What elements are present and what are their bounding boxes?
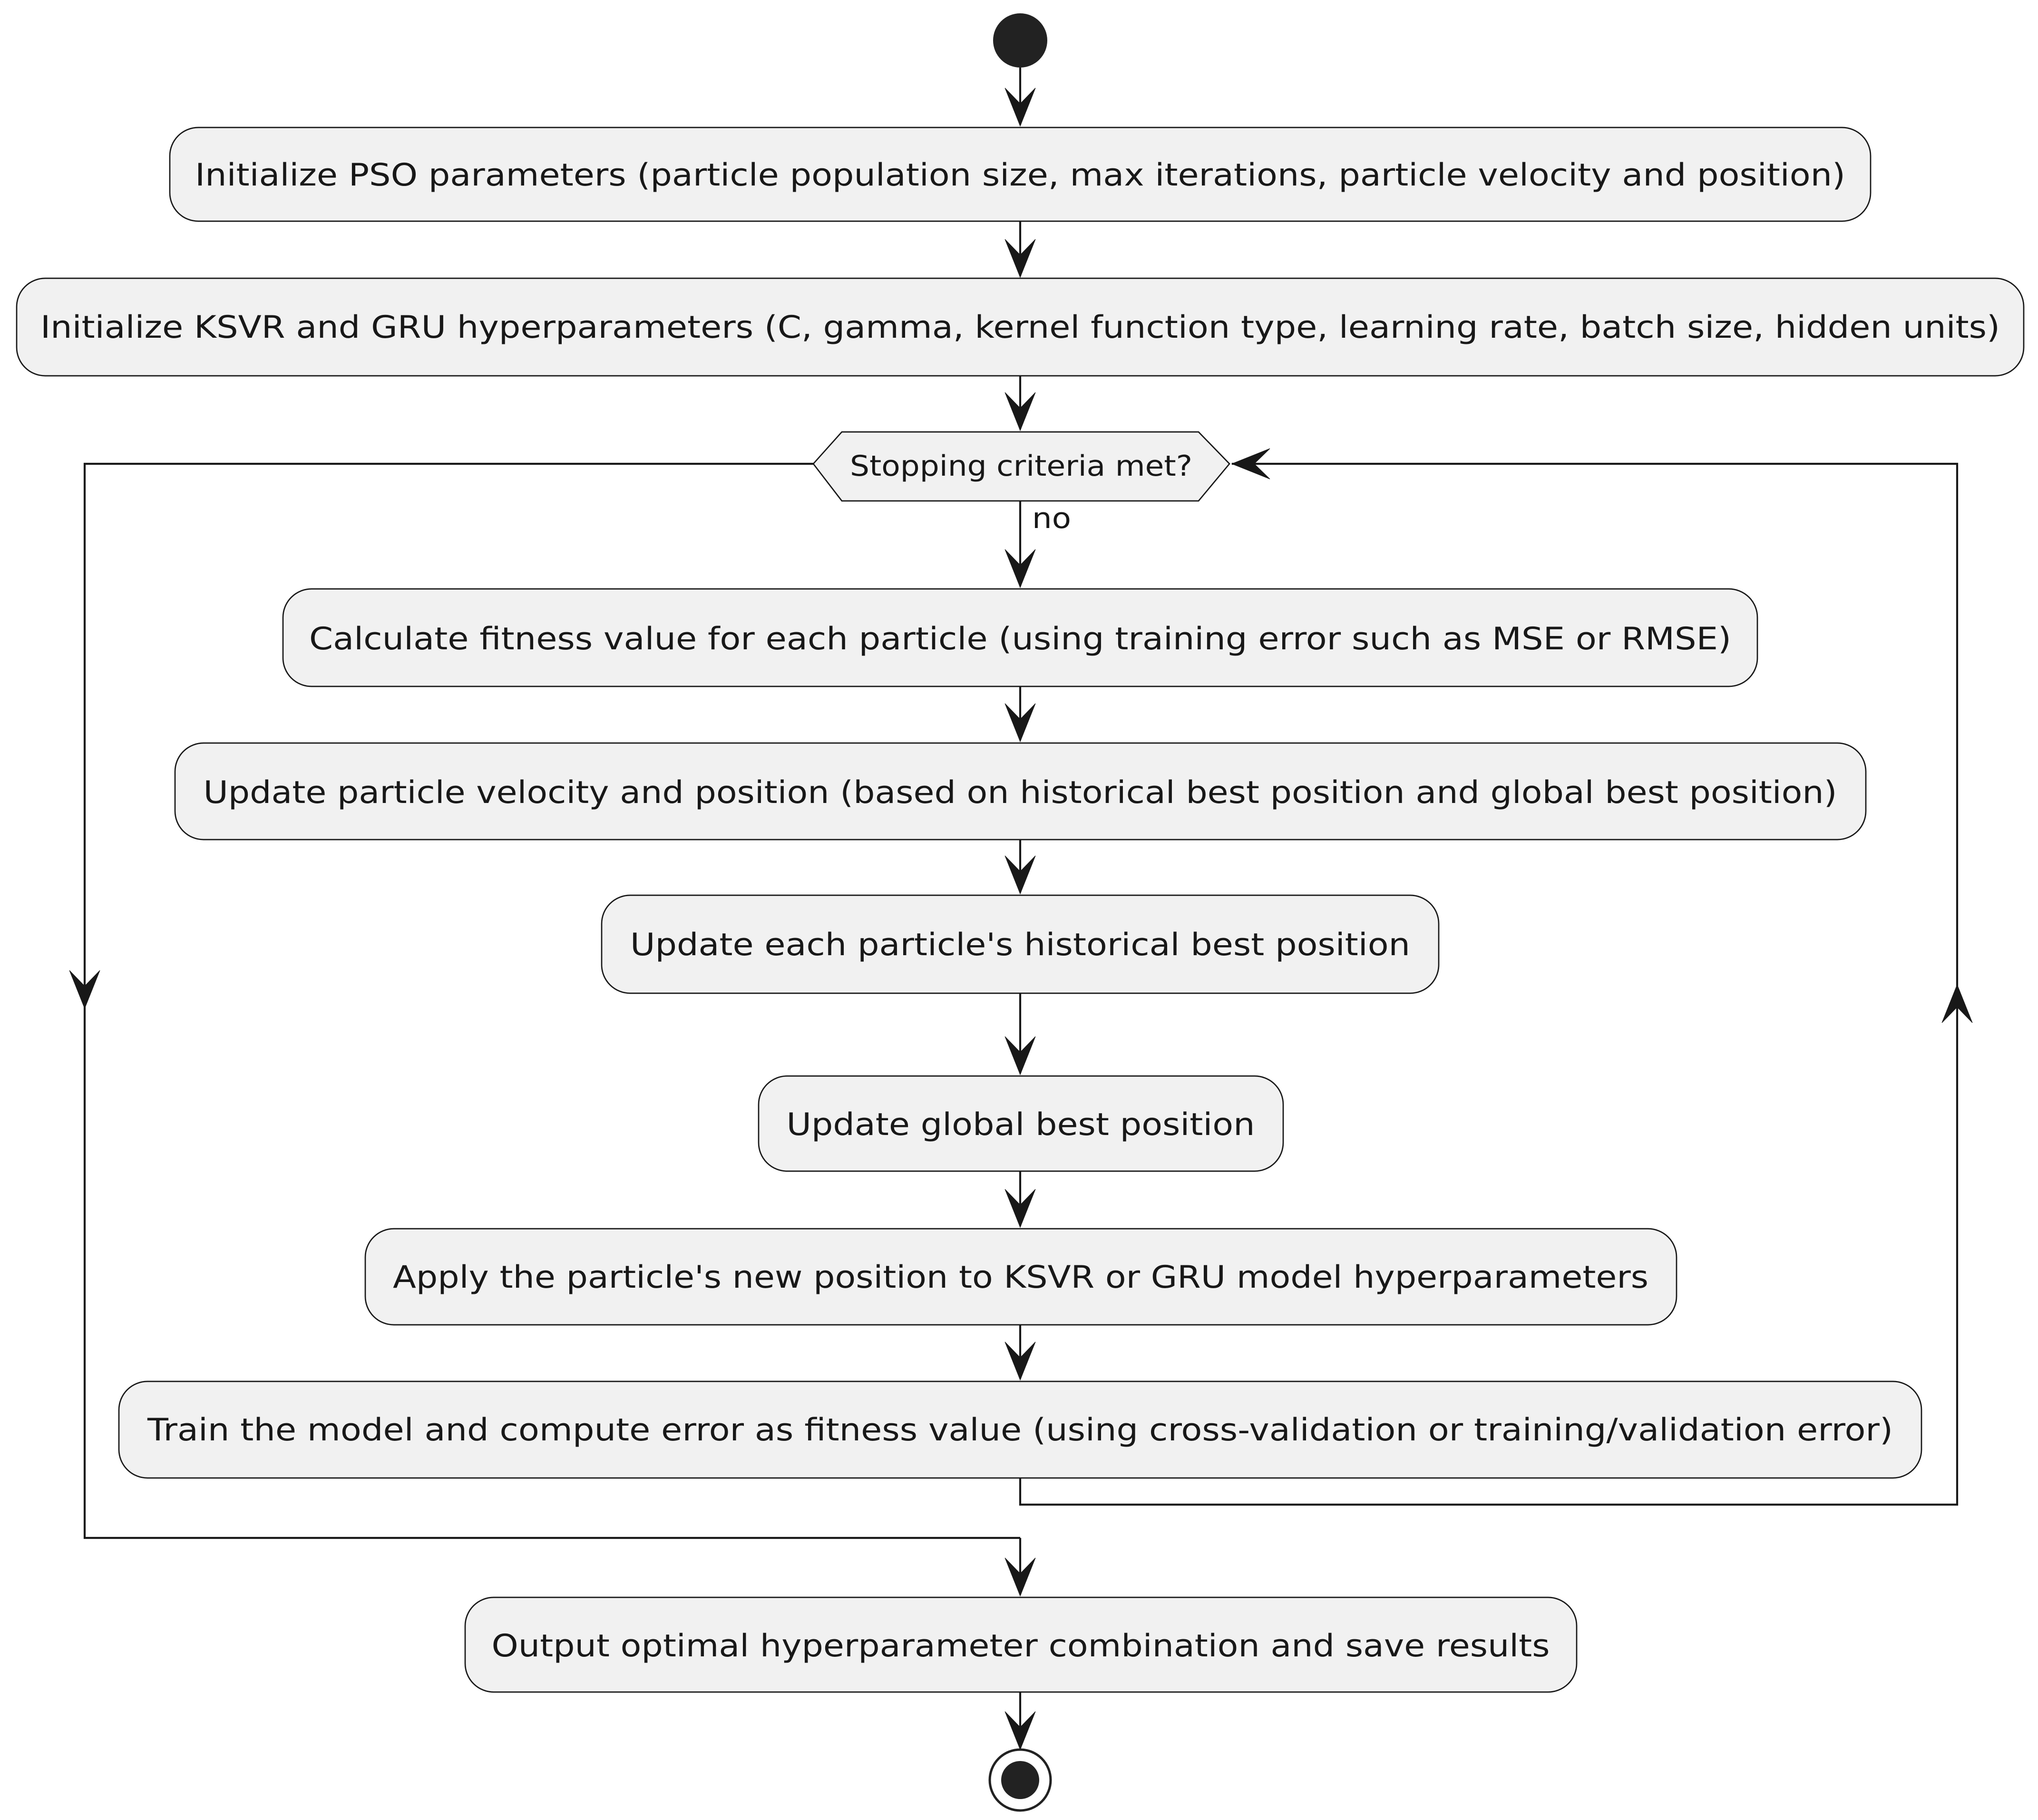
decision-stopping-criteria: Stopping criteria met? [812, 431, 1230, 502]
step-update-hist-best-label: Update each particle's historical best p… [630, 927, 1410, 963]
decision-question: Stopping criteria met? [850, 450, 1192, 483]
edge-loop-back-to-decision [1019, 462, 1959, 1506]
step-init-pso: Initialize PSO parameters (particle popu… [169, 127, 1872, 222]
end-node [988, 1748, 1052, 1812]
step-calc-fitness: Calculate fitness value for each particl… [282, 588, 1758, 687]
arrowhead-output [1004, 1557, 1036, 1597]
arrowhead-loop-up [1941, 984, 1973, 1023]
arrowhead-fitness [1004, 549, 1036, 588]
step-calc-fitness-label: Calculate fitness value for each particl… [309, 621, 1731, 657]
step-train-model: Train the model and compute error as fit… [118, 1380, 1922, 1479]
arrowhead-loop-into-decision [1231, 448, 1270, 479]
step-update-velocity-label: Update particle velocity and position (b… [204, 775, 1837, 811]
step-output-results-label: Output optimal hyperparameter combinatio… [492, 1628, 1550, 1664]
step-train-model-label: Train the model and compute error as fit… [147, 1412, 1893, 1448]
arrowhead-velocity [1004, 703, 1036, 743]
step-apply-position-label: Apply the particle's new position to KSV… [393, 1260, 1648, 1295]
step-update-global-best-label: Update global best position [787, 1107, 1255, 1143]
step-init-pso-label: Initialize PSO parameters (particle popu… [195, 157, 1845, 193]
step-update-global-best: Update global best position [758, 1075, 1284, 1172]
step-update-velocity: Update particle velocity and position (b… [174, 742, 1867, 841]
arrowhead-train [1004, 1341, 1036, 1381]
arrowhead-global-best [1004, 1036, 1036, 1076]
arrowhead-exit-down [69, 970, 100, 1009]
arrowhead-apply [1004, 1189, 1036, 1228]
step-init-hyperparams: Initialize KSVR and GRU hyperparameters … [16, 277, 2025, 377]
arrowhead-end [1004, 1711, 1036, 1751]
start-node [993, 13, 1047, 68]
step-update-hist-best: Update each particle's historical best p… [601, 894, 1440, 994]
decision-branch-no-label: no [1032, 502, 1071, 535]
arrowhead-decision [1004, 392, 1036, 431]
arrowhead-init-hyper [1004, 239, 1036, 278]
step-output-results: Output optimal hyperparameter combinatio… [464, 1596, 1578, 1693]
step-apply-position: Apply the particle's new position to KSV… [364, 1228, 1677, 1326]
step-init-hyperparams-label: Initialize KSVR and GRU hyperparameters … [40, 310, 2000, 345]
arrowhead-init-pso [1004, 88, 1036, 127]
arrowhead-hist-best [1004, 855, 1036, 895]
